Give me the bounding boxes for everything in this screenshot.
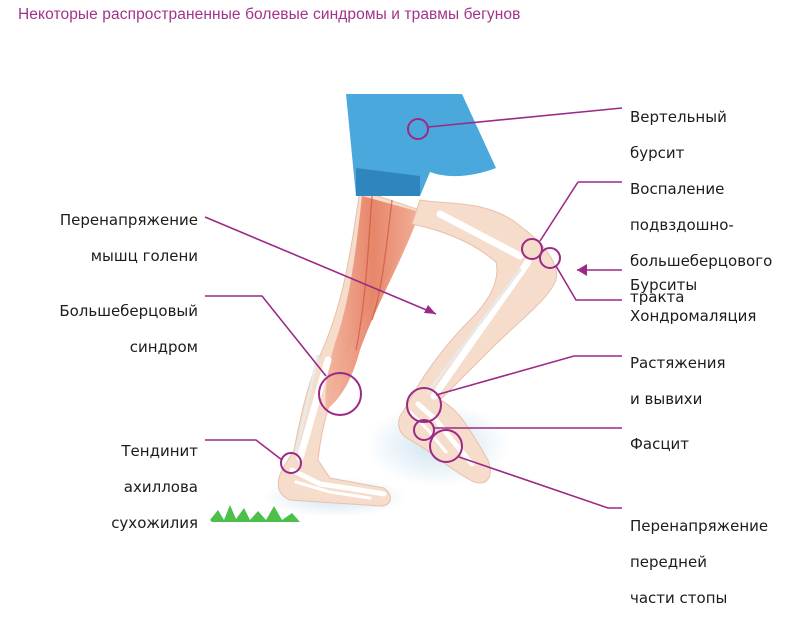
label-line: Большеберцовый [59,302,198,320]
label-forefoot-overload: Перенапряжение передней части стопы [630,499,768,625]
bursitis-arrow [577,264,587,276]
running-shorts [346,94,496,196]
marker-shin [318,372,362,416]
marker-trochanteric [407,118,429,140]
label-fasciitis: Фасцит [630,417,689,471]
label-line: Воспаление [630,180,725,198]
label-line: Хондромаляция [630,307,757,325]
label-line: сухожилия [111,514,198,532]
label-calf-overload: Перенапряжение мышц голени [60,193,198,283]
marker-bursitis [539,247,561,269]
label-line: Бурситы [630,276,698,294]
marker-achilles [280,452,302,474]
label-line: и вывихи [630,390,703,408]
marker-itband [521,238,543,260]
back-leg [277,189,421,507]
label-line: ахиллова [123,478,198,496]
label-line: тракта [630,288,685,306]
label-bursitis: Бурситы [630,258,697,312]
front-leg [398,199,557,484]
label-chondromalacia: Хондромаляция [630,289,756,343]
label-line: Растяжения [630,354,726,372]
label-shin-syndrome: Большеберцовый синдром [59,284,198,374]
label-trochanteric-bursitis: Вертельный бурсит [630,90,727,180]
label-line: передней [630,553,707,571]
calf-arrow [424,305,436,314]
runner-legs-illustration [204,94,623,522]
label-line: подвздошно- [630,216,734,234]
label-itband-inflammation: Воспаление подвздошно- большеберцового т… [630,162,772,324]
marker-forefoot [429,429,463,463]
label-line: бурсит [630,144,685,162]
label-line: Фасцит [630,435,690,453]
label-line: синдром [129,338,198,356]
label-line: части стопы [630,589,728,607]
label-line: Вертельный [630,108,727,126]
label-line: мышц голени [90,247,198,265]
label-achilles-tendinitis: Тендинит ахиллова сухожилия [111,424,198,550]
calf-muscle [325,196,420,410]
label-sprains: Растяжения и вывихи [630,336,726,426]
label-line: Перенапряжение [630,517,769,535]
grass [210,505,300,522]
label-line: Перенапряжение [59,211,198,229]
diagram-title: Некоторые распространенные болевые синдр… [18,6,521,23]
label-line: большеберцового [630,252,773,270]
label-line: Тендинит [121,442,198,460]
marker-fasciitis [413,419,435,441]
marker-sprains [406,387,442,423]
